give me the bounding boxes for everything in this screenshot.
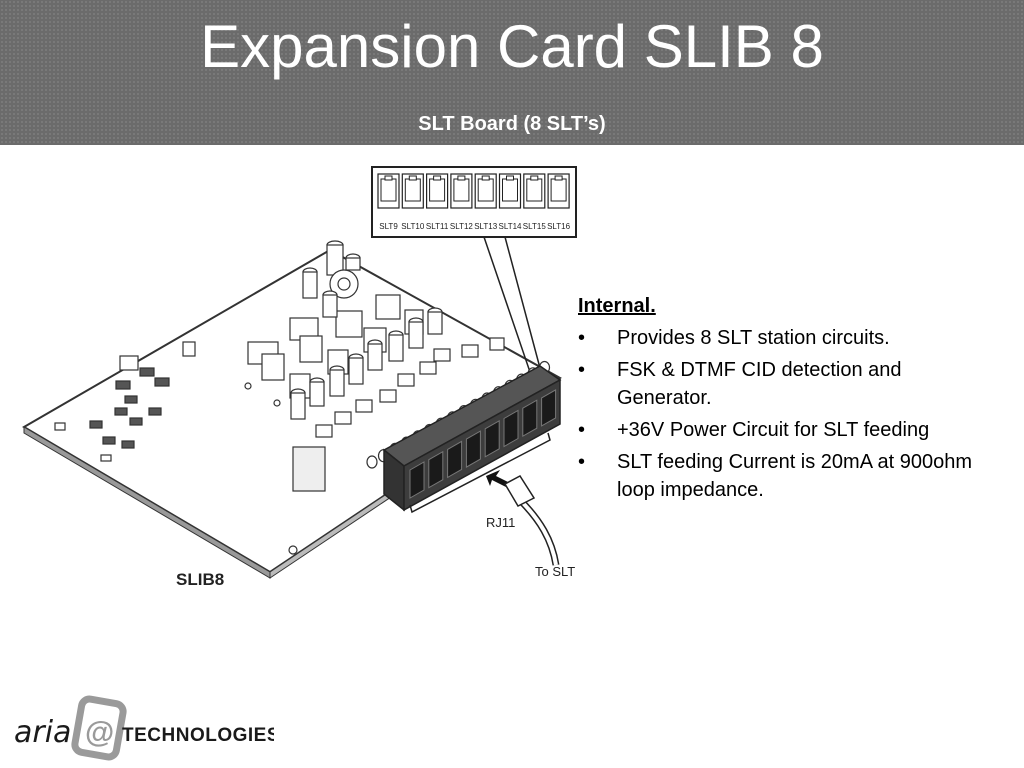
bullet-text: Provides 8 SLT station circuits. bbox=[617, 327, 890, 349]
zoom-leader-right bbox=[504, 236, 541, 369]
port-jack-icon bbox=[426, 173, 449, 209]
bullet-dot: • bbox=[578, 327, 586, 349]
port-jack-icon bbox=[498, 173, 522, 209]
port-jack-icon bbox=[377, 173, 400, 209]
bullet-item: • +36V Power Circuit for SLT feeding bbox=[578, 416, 998, 444]
slide-title: Expansion Card SLIB 8 bbox=[200, 13, 824, 80]
port-jack-icon bbox=[450, 173, 473, 209]
rj11-label: RJ11 bbox=[486, 515, 515, 530]
port-label: SLT15 bbox=[523, 222, 547, 231]
bullet-dot: • bbox=[578, 451, 586, 473]
rj11-plug bbox=[503, 475, 536, 507]
rj11-jack bbox=[522, 399, 538, 438]
rj11-cable bbox=[517, 497, 560, 566]
feature-list: Internal. • Provides 8 SLT station circui… bbox=[578, 295, 998, 508]
board-label: SLIB8 bbox=[176, 570, 224, 589]
bullet-item: • FSK & DTMF CID detection and Generator. bbox=[578, 356, 998, 412]
port-label: SLT12 bbox=[450, 222, 474, 231]
slide-subtitle: SLT Board (8 SLT’s) bbox=[418, 113, 606, 135]
to-slt-label: To SLT bbox=[535, 564, 575, 579]
rj11-jack bbox=[465, 430, 481, 468]
logo-mark: @ bbox=[85, 716, 114, 749]
logo-mark-frame bbox=[71, 695, 127, 761]
bullet-list: • Provides 8 SLT station circuits. • FSK & … bbox=[578, 324, 998, 504]
port-jack-icon bbox=[474, 173, 497, 209]
feature-heading: Internal. bbox=[578, 295, 656, 317]
port-label: SLT9 bbox=[379, 222, 398, 231]
bullet-text: SLT feeding Current is 20mA at 900ohm lo… bbox=[617, 451, 973, 501]
bullet-text: FSK & DTMF CID detection and Generator. bbox=[617, 359, 902, 409]
bullet-dot: • bbox=[578, 359, 586, 381]
logo-brand-right: TECHNOLOGIES bbox=[122, 725, 274, 746]
rj11-jack-row bbox=[409, 389, 557, 499]
port-label: SLT10 bbox=[401, 222, 425, 231]
bullet-item: • Provides 8 SLT station circuits. bbox=[578, 324, 998, 352]
rj11-jack bbox=[484, 419, 500, 458]
logo-brand-left: aria bbox=[14, 715, 71, 750]
port-jack-icon bbox=[547, 173, 570, 209]
port-label: SLT16 bbox=[547, 222, 571, 231]
rj11-jack bbox=[447, 440, 463, 479]
slide-header: Expansion Card SLIB 8 SLT Board (8 SLT’s… bbox=[0, 0, 1024, 145]
port-jack-icon bbox=[523, 173, 546, 209]
port-label: SLT14 bbox=[499, 222, 523, 231]
rj11-jack bbox=[428, 450, 444, 489]
rj11-jack bbox=[541, 389, 557, 427]
port-label: SLT11 bbox=[426, 222, 449, 231]
led-icon bbox=[366, 455, 378, 469]
board-components bbox=[54, 240, 505, 555]
port-label: SLT13 bbox=[474, 222, 498, 231]
zoom-port-row bbox=[377, 173, 570, 209]
rj11-jack bbox=[409, 461, 425, 499]
zoom-leader-left bbox=[483, 236, 531, 373]
bullet-dot: • bbox=[578, 419, 586, 441]
aria-technologies-logo: aria @ TECHNOLOGIES bbox=[14, 695, 274, 761]
rj11-jack bbox=[503, 409, 519, 448]
bullet-item: • SLT feeding Current is 20mA at 900ohm l… bbox=[578, 448, 998, 504]
bullet-text: +36V Power Circuit for SLT feeding bbox=[617, 419, 930, 441]
port-jack-icon bbox=[401, 173, 424, 209]
ports-bracket bbox=[409, 432, 551, 514]
